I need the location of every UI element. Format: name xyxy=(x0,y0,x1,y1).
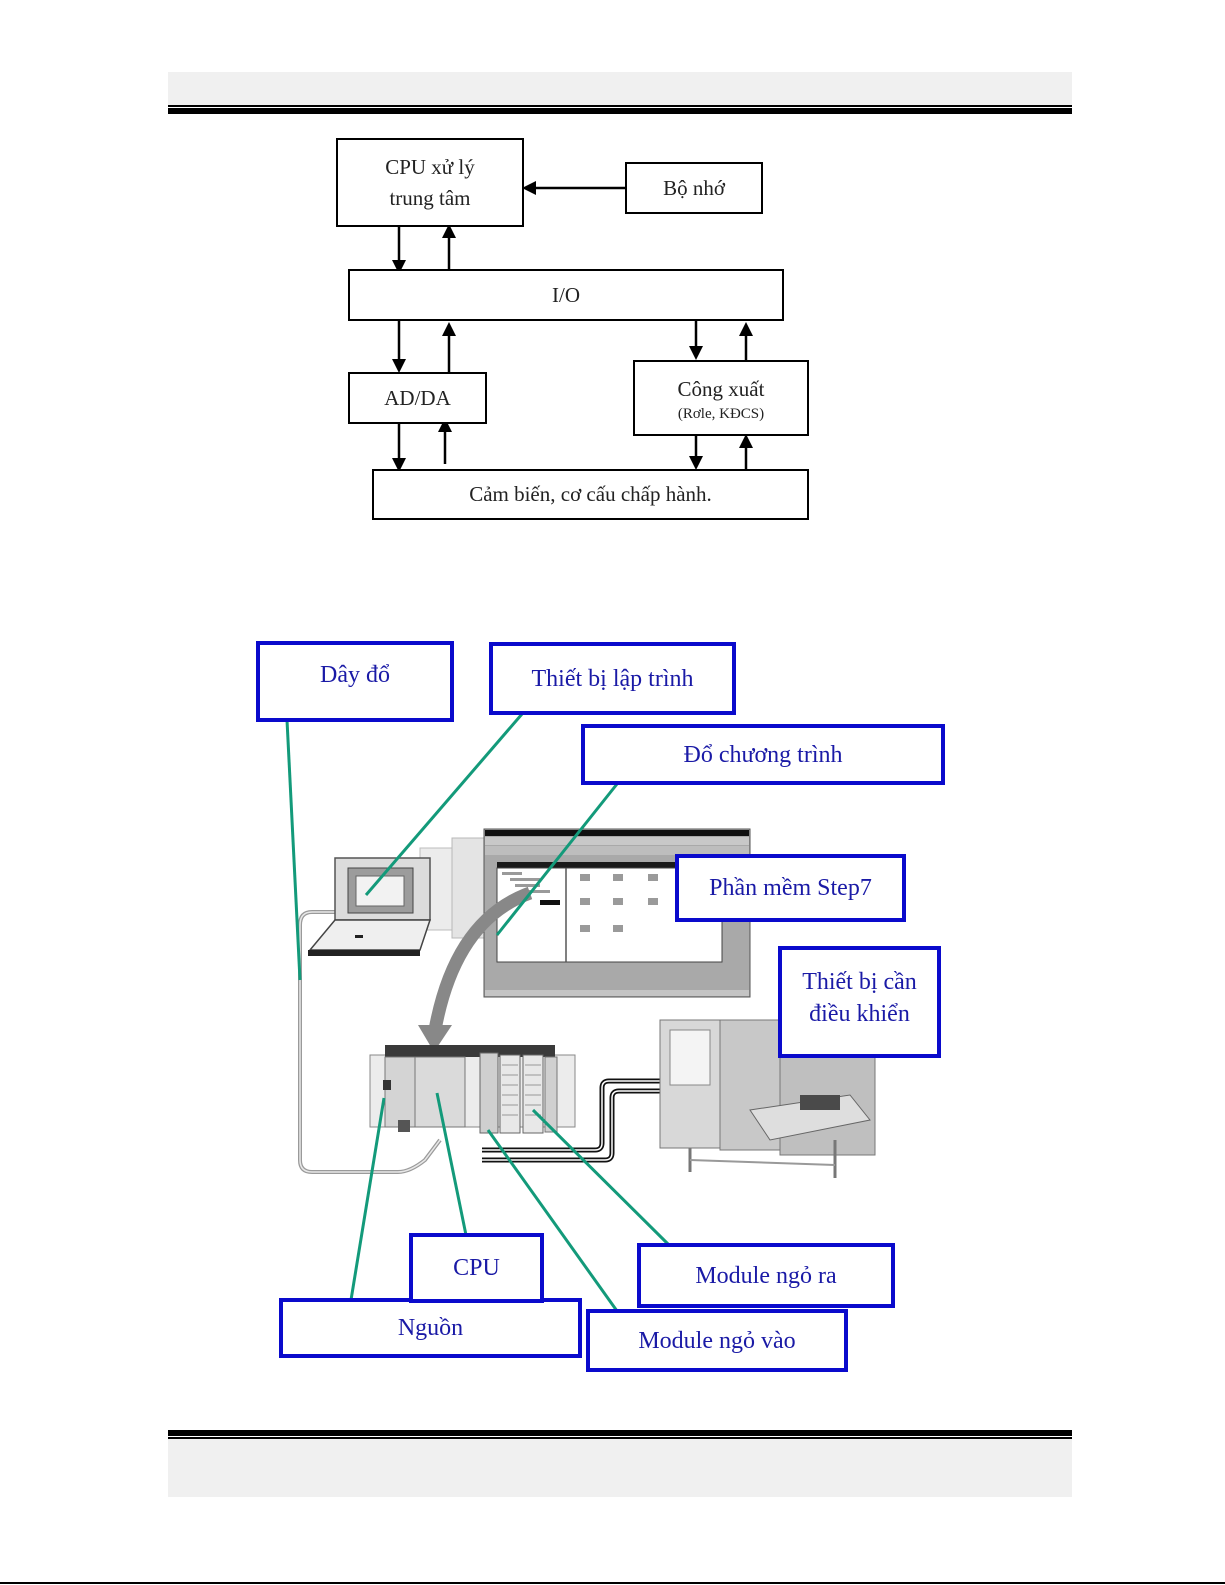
label-power-supply: Nguồn xyxy=(279,1298,582,1358)
label-download-program: Đổ chương trình xyxy=(581,724,945,785)
label-cpu-text: CPU xyxy=(453,1252,500,1284)
label-power-supply-text: Nguồn xyxy=(398,1312,463,1344)
label-download-cable-text: Dây đổ xyxy=(320,659,390,691)
leader-cable xyxy=(287,720,300,980)
label-programming-device: Thiết bị lập trình xyxy=(489,642,736,715)
label-cpu: CPU xyxy=(409,1233,544,1303)
label-output-module: Module ngỏ ra xyxy=(637,1243,895,1308)
label-download-program-text: Đổ chương trình xyxy=(683,739,842,771)
leader-lines xyxy=(287,714,670,1311)
page-bottom-edge xyxy=(0,1582,1225,1584)
label-step7-software-text: Phần mềm Step7 xyxy=(709,872,872,904)
laptop-image xyxy=(308,858,430,956)
label-controlled-device-line1: Thiết bị cần xyxy=(802,966,917,998)
label-input-module-text: Module ngỏ vào xyxy=(638,1325,795,1357)
label-output-module-text: Module ngỏ ra xyxy=(695,1260,836,1292)
label-programming-device-text: Thiết bị lập trình xyxy=(532,663,694,695)
footer-rule-thick xyxy=(168,1430,1072,1436)
label-input-module: Module ngỏ vào xyxy=(586,1309,848,1372)
page-footer-band xyxy=(168,1439,1072,1497)
label-controlled-device-line2: điều khiển xyxy=(809,998,910,1030)
label-download-cable: Dây đổ xyxy=(256,641,454,722)
label-controlled-device: Thiết bị cần điều khiển xyxy=(778,946,941,1058)
label-step7-software: Phần mềm Step7 xyxy=(675,854,906,922)
leader-power xyxy=(351,1098,384,1300)
